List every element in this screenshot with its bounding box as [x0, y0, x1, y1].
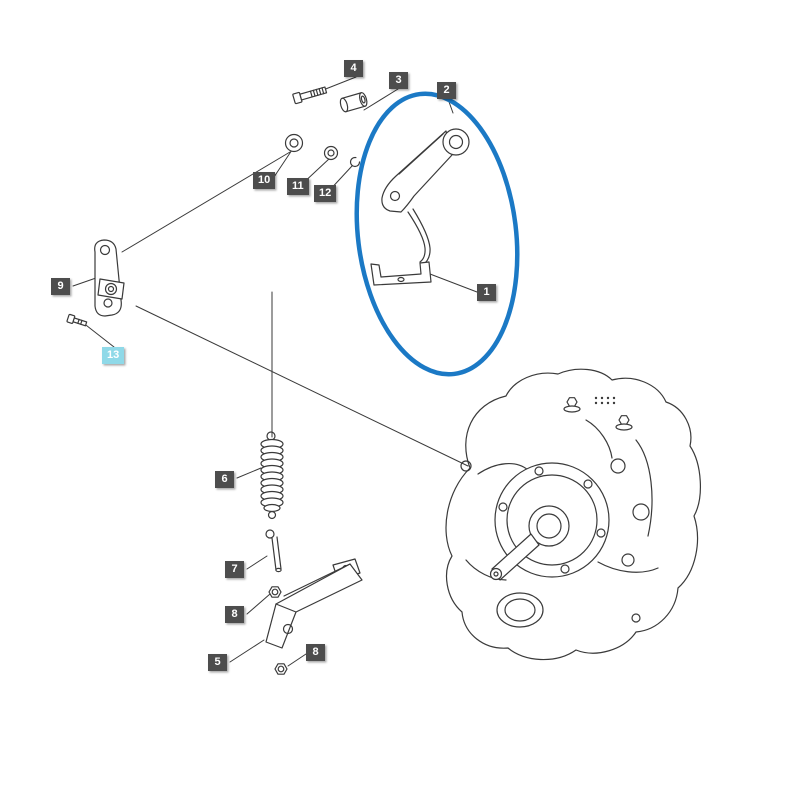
lever-plate-part: [94, 239, 125, 317]
part-label-10[interactable]: 10: [253, 172, 276, 189]
part-label-11[interactable]: 11: [287, 178, 309, 195]
hex-nut-lower-part: [274, 663, 288, 675]
part-label-2[interactable]: 2: [437, 82, 456, 99]
snap-ring-part: [349, 156, 361, 168]
flanged-bushing-part: [284, 133, 304, 153]
washer-part: [323, 145, 339, 161]
part-label-4[interactable]: 4: [344, 60, 363, 77]
part-label-8-lower[interactable]: 8: [306, 644, 325, 661]
tension-spring-part: [260, 431, 284, 520]
part-label-13[interactable]: 13: [102, 347, 125, 364]
spacer-sleeve-part: [339, 92, 368, 113]
part-label-7[interactable]: 7: [225, 561, 244, 578]
part-label-3[interactable]: 3: [389, 72, 408, 89]
highlight-ellipse: [354, 91, 520, 377]
part-label-6[interactable]: 6: [215, 471, 234, 488]
part-label-9[interactable]: 9: [51, 278, 70, 295]
part-label-5[interactable]: 5: [208, 654, 227, 671]
rod-pin-part: [265, 529, 282, 573]
part-label-12[interactable]: 12: [314, 185, 337, 202]
lever-arm-assembly-part: [370, 128, 470, 286]
assembly-lines: [121, 151, 469, 467]
part-label-1[interactable]: 1: [477, 284, 496, 301]
mounting-bracket-part: [265, 558, 363, 649]
hex-bolt-part: [292, 86, 328, 105]
small-hex-bolt-part: [66, 313, 88, 327]
part-label-8-upper[interactable]: 8: [225, 606, 244, 623]
hex-nut-upper-part: [268, 586, 282, 598]
gearbox-illustration: [445, 368, 701, 661]
